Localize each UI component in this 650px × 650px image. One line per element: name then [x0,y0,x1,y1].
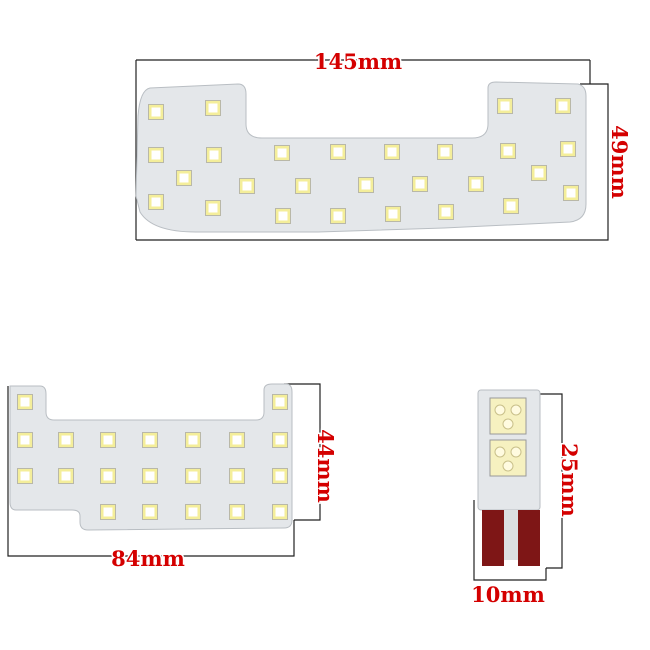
led-chip-core [277,148,287,158]
led-chip-core [275,397,285,407]
led-chip-core [242,181,252,191]
small-t10-bulb [473,389,563,581]
large-height-label: 49mm [607,125,632,199]
led-chip-core [103,435,113,445]
small-board-stem [504,510,518,560]
small-height-dimension-line [540,393,563,569]
small-width-dimension-line [473,500,547,581]
led-chip-core [20,397,30,407]
led-chip-core [387,147,397,157]
led-chip-core [361,180,371,190]
led-chip-core [534,168,544,178]
led-chip-core [566,188,576,198]
led-chip-core [333,211,343,221]
led-chip-core [232,435,242,445]
led-chip-core [232,507,242,517]
led-chip-core [179,173,189,183]
led-chip-core [145,435,155,445]
led-chip-core [558,101,568,111]
led-chip-core [151,197,161,207]
led-chip-core [145,507,155,517]
led-chip-core [103,507,113,517]
led-chip-core [298,181,308,191]
led-chip-core [188,507,198,517]
led-chip-core [500,101,510,111]
small-width-label: 10mm [471,582,545,607]
small-led-bottom [489,439,527,477]
led-chip-core [333,147,343,157]
medium-pcb-board [9,383,293,531]
medium-height-label: 44mm [313,429,338,503]
large-width-label: 145mm [314,49,402,74]
led-chip-core [275,435,285,445]
large-height-dimension-line [136,83,609,241]
led-chip-core [563,144,573,154]
led-chip-core [145,471,155,481]
led-chip-core [151,150,161,160]
led-chip-core [209,150,219,160]
led-chip-core [275,471,285,481]
medium-width-dimension-line [7,386,295,557]
led-chip-core [275,507,285,517]
small-led-top [489,397,527,435]
medium-height-dimension-line [284,383,321,521]
led-chip-core [278,211,288,221]
led-chip-core [188,471,198,481]
large-led-array [148,98,579,224]
small-connector-blade-right [518,510,540,566]
led-chip-core [208,203,218,213]
led-chip-core [188,435,198,445]
led-chip-core [415,179,425,189]
led-chip-core [103,471,113,481]
led-chip-core [151,107,161,117]
medium-width-label: 84mm [111,546,185,571]
large-led-panel [135,59,609,241]
led-chip-core [61,435,71,445]
large-width-dimension-line [135,59,591,240]
led-chip-core [471,179,481,189]
led-chip-core [506,201,516,211]
led-chip-core [20,471,30,481]
led-chip-core [20,435,30,445]
small-height-label: 25mm [557,443,582,517]
led-chip-core [441,207,451,217]
small-connector-blade-left [482,510,504,566]
medium-led-array [17,394,288,520]
led-chip-core [503,146,513,156]
led-chip-core [208,103,218,113]
led-chip-core [232,471,242,481]
led-chip-core [61,471,71,481]
medium-led-panel [7,383,321,557]
large-pcb-board [135,81,587,233]
led-chip-core [388,209,398,219]
led-chip-core [440,147,450,157]
